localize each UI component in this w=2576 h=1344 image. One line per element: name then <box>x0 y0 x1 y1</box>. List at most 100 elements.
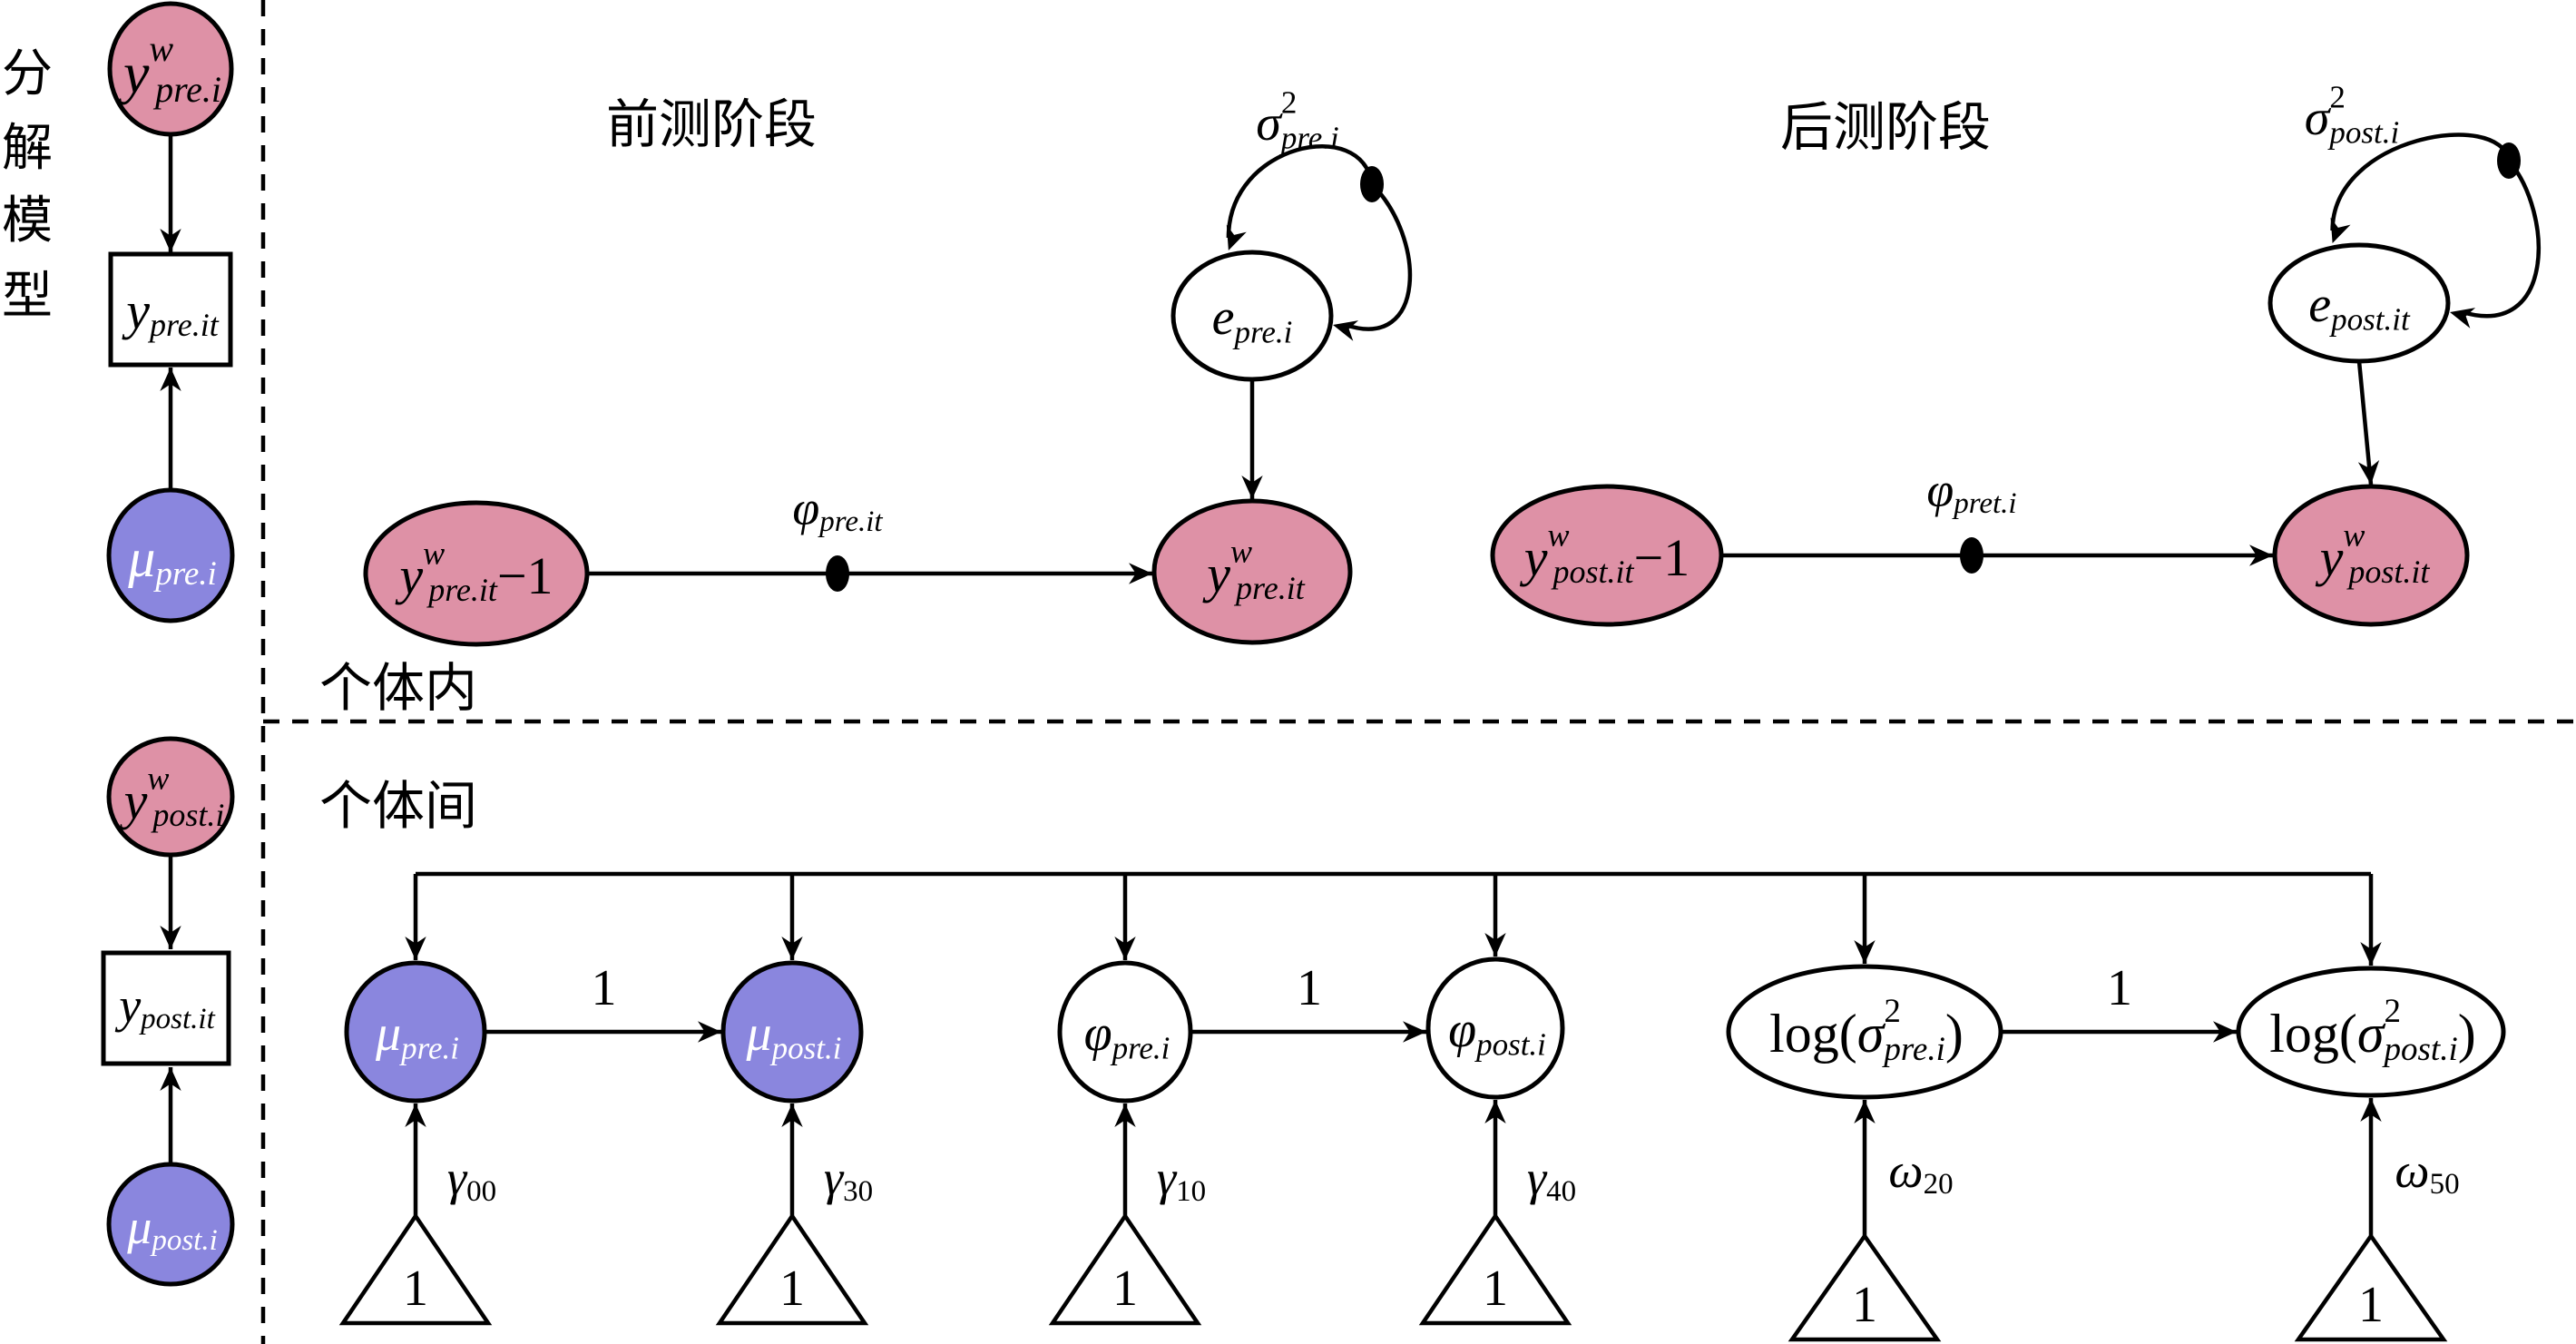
pre-residual-node <box>1170 250 1334 382</box>
between-label-mu_pre: μpre.i <box>375 1006 459 1065</box>
side-title-char: 型 <box>2 267 53 326</box>
pre-ar-random-dot <box>826 555 849 592</box>
arrowhead-icon <box>781 937 803 960</box>
post-residual-node <box>2267 242 2451 364</box>
arrowhead-icon <box>160 229 181 252</box>
constant-label: 1 <box>1483 1261 1508 1317</box>
post-ar-label: φpret.i <box>1926 463 2016 520</box>
arrowhead-icon <box>2330 217 2351 243</box>
between-label-phi_pre: φpre.i <box>1084 1006 1170 1065</box>
post-phase-title: 后测阶段 <box>1780 96 1991 158</box>
arrowhead-icon <box>405 1104 426 1127</box>
constant-label: 1 <box>1112 1261 1138 1317</box>
pre-lag-node <box>363 500 590 647</box>
arrowhead-icon <box>1854 1100 1876 1123</box>
intercept-label-phi_post: γ40 <box>1527 1151 1576 1208</box>
arrowhead-icon <box>698 1021 721 1043</box>
post-current-node <box>2272 484 2470 627</box>
within-label: 个体内 <box>319 657 477 719</box>
side-title-char: 分 <box>2 44 53 103</box>
constant-label: 1 <box>1852 1277 1877 1333</box>
arrowhead-icon <box>1226 224 1247 250</box>
post-variance-random-dot <box>2497 142 2521 179</box>
arrowhead-icon <box>1114 1104 1136 1127</box>
mean-post-node <box>106 1162 235 1287</box>
between-node-logvar_pre <box>1726 964 2003 1100</box>
constant-triangle-icon <box>1418 1212 1572 1326</box>
constant-triangle-icon <box>715 1212 869 1326</box>
arrowhead-icon <box>1403 1021 1426 1043</box>
observed-post-box <box>101 950 231 1066</box>
post-residual-path <box>2356 360 2374 486</box>
post-residual-label: epost.it <box>2308 277 2411 337</box>
observed-post-label: ypost.it <box>114 978 215 1035</box>
side-title-char: 模 <box>2 191 53 250</box>
constant-label: 1 <box>779 1261 805 1317</box>
mean-post-label: μpost.i <box>126 1200 218 1257</box>
between-path-label: 1 <box>1297 960 1322 1016</box>
between-label-mu_post: μpost.i <box>746 1006 842 1065</box>
arrowhead-icon <box>2249 544 2273 566</box>
intercept-label-logvar_post: ω50 <box>2395 1143 2459 1201</box>
constant-triangle-icon <box>1048 1212 1202 1326</box>
within-latent-post-node <box>106 736 235 858</box>
between-node-logvar_post <box>2236 966 2506 1098</box>
between-node-mu_post <box>720 960 864 1104</box>
intercept-label-mu_pre: γ00 <box>447 1151 496 1208</box>
constant-label: 1 <box>2358 1277 2384 1333</box>
intercept-label-logvar_pre: ω20 <box>1888 1143 1953 1201</box>
post-ar-random-dot <box>1960 537 1983 574</box>
mean-pre-label: μpre.i <box>127 528 217 592</box>
arrowhead-icon <box>160 1067 181 1091</box>
pre-phase-title: 前测阶段 <box>606 93 817 155</box>
between-node-phi_post <box>1425 956 1565 1100</box>
pre-current-node <box>1151 498 1353 645</box>
intercept-label-phi_pre: γ10 <box>1157 1151 1206 1208</box>
arrowhead-icon <box>1241 476 1263 499</box>
constant-triangle-icon <box>2294 1232 2448 1342</box>
arrowhead-icon <box>2213 1021 2237 1043</box>
constant-label: 1 <box>403 1261 428 1317</box>
arrowhead-icon <box>2360 1098 2382 1122</box>
post-lag-node <box>1490 484 1724 627</box>
arrowhead-icon <box>1484 1100 1506 1123</box>
pre-residual-label: epre.i <box>1212 289 1293 349</box>
between-label: 个体间 <box>319 775 477 837</box>
between-label-phi_post: φpost.i <box>1448 1002 1546 1062</box>
pre-ar-label: φpre.it <box>792 481 883 538</box>
arrowhead-icon <box>1854 940 1876 964</box>
intercept-label-mu_post: γ30 <box>824 1151 873 1208</box>
constant-triangle-icon <box>1788 1232 1942 1342</box>
constant-triangle-icon <box>338 1212 493 1326</box>
arrowhead-icon <box>1114 937 1136 960</box>
observed-pre-box <box>108 251 233 368</box>
pre-variance-random-dot <box>1360 166 1384 202</box>
arrowhead-icon <box>2360 942 2382 966</box>
arrowhead-icon <box>1333 320 1359 341</box>
between-path-label: 1 <box>592 960 617 1016</box>
nodes-layer <box>101 1 2506 1342</box>
between-path-label: 1 <box>2107 960 2132 1016</box>
side-title-char: 解 <box>2 119 53 178</box>
between-node-mu_pre <box>344 960 487 1104</box>
side-title: 分 解 模 型 <box>2 44 53 326</box>
arrowhead-icon <box>160 926 181 949</box>
arrowhead-icon <box>1484 933 1506 956</box>
edges-layer <box>160 132 2541 1236</box>
arrowhead-icon <box>781 1104 803 1127</box>
arrowhead-icon <box>405 937 426 960</box>
between-node-phi_pre <box>1057 960 1193 1104</box>
arrowhead-icon <box>1129 563 1152 584</box>
observed-pre-label: ypre.it <box>122 281 219 344</box>
